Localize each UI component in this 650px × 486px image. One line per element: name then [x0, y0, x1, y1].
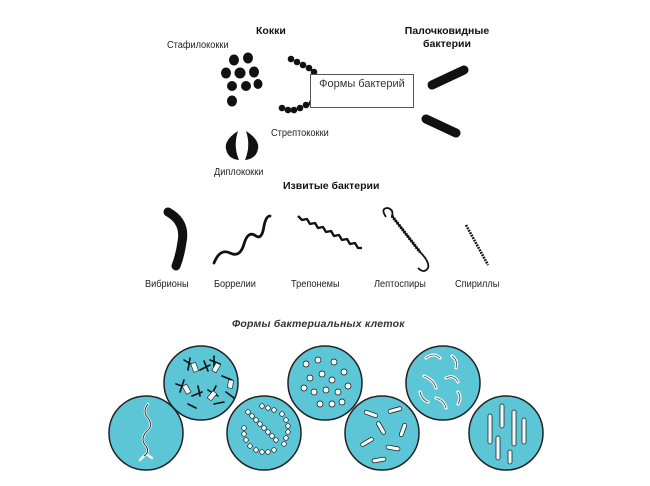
- diplococci-label: Диплококки: [214, 167, 264, 178]
- leptospira-label: Лептоспиры: [374, 279, 426, 290]
- cell-circle-7: [468, 395, 544, 471]
- cell-circle-6: [405, 345, 481, 421]
- treponema-label: Трепонемы: [291, 279, 340, 290]
- vibrios-label: Вибрионы: [145, 279, 189, 290]
- staphylococci-illustration: [221, 52, 263, 107]
- staphylococci-label: Стафилококки: [167, 40, 229, 51]
- bacteria-forms-callout: Формы бактерий: [310, 74, 414, 108]
- leptospira-illustration: [382, 207, 430, 272]
- cell-circle-4: [287, 345, 363, 421]
- spirilla-label: Спириллы: [455, 279, 500, 290]
- streptococci-label: Стрептококки: [271, 128, 329, 139]
- cell-forms-heading: Формы бактериальных клеток: [232, 318, 405, 330]
- vibrio-illustration: [163, 207, 188, 271]
- diplococci-illustration: [225, 131, 259, 160]
- treponema-illustration: [297, 215, 362, 250]
- rod-bacteria-heading: Палочковидные бактерии: [404, 25, 490, 50]
- curved-bacteria-heading: Извитые бактерии: [283, 180, 380, 192]
- cell-forms-circles: [108, 345, 544, 471]
- spirilla-illustration: [464, 224, 490, 266]
- cell-circle-2: [163, 345, 239, 421]
- borrelia-illustration: [212, 214, 272, 265]
- rod-bacteria-illustration: [421, 65, 469, 138]
- cocci-heading: Кокки: [256, 25, 286, 37]
- borrelia-label: Боррелии: [214, 279, 256, 290]
